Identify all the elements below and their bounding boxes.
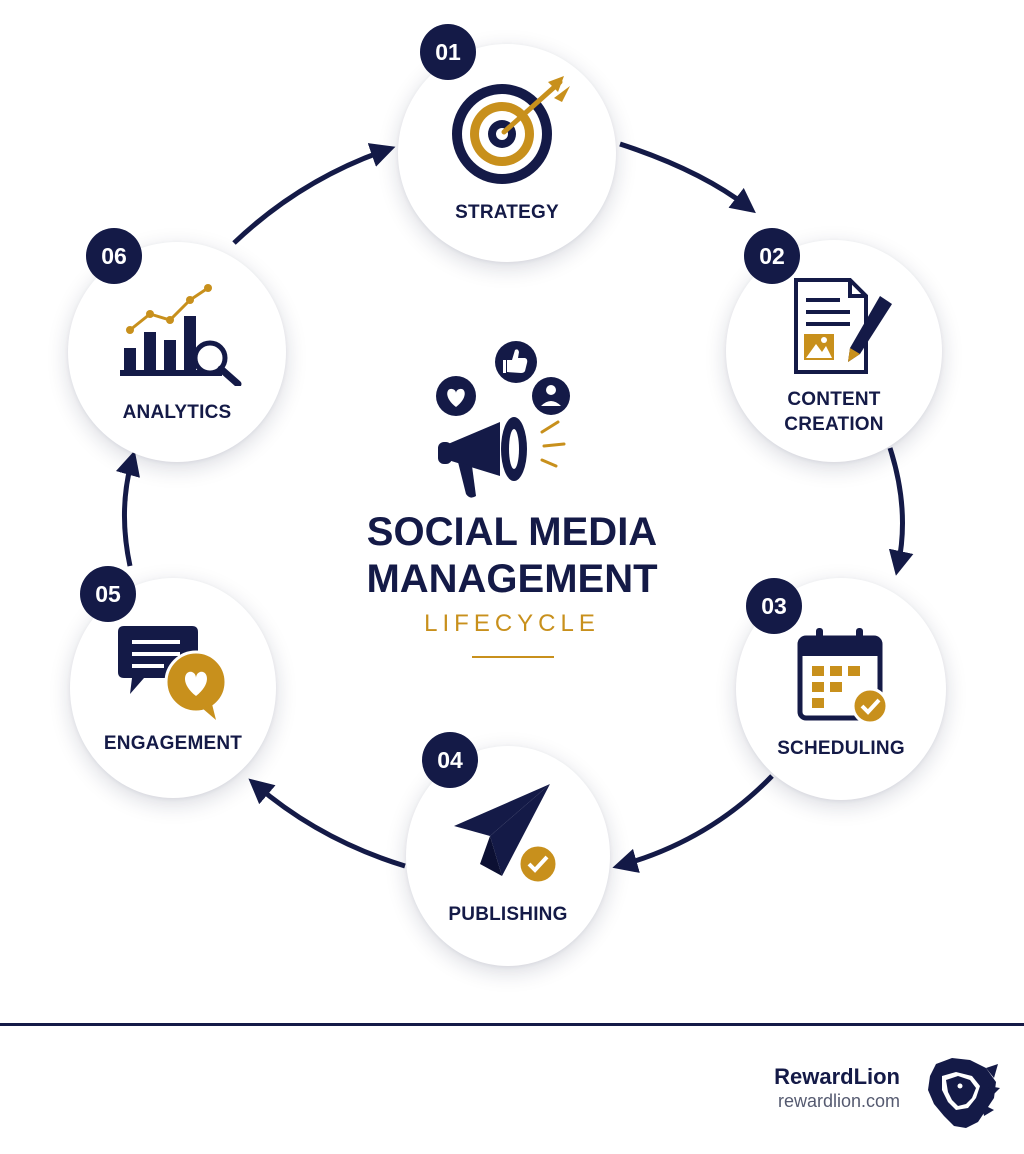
arrow-analytics-to-strategy <box>232 143 396 245</box>
document-pencil-icon <box>794 278 892 374</box>
arrow-publishing-to-engagement <box>248 778 406 869</box>
brand-url: rewardlion.com <box>777 1091 900 1111</box>
step-label-line2: CREATION <box>784 414 884 435</box>
step-label: ANALYTICS <box>122 402 232 423</box>
step-number-badge: 06 <box>86 228 142 284</box>
step-label: PUBLISHING <box>448 904 568 925</box>
step-content-creation-card: CONTENT CREATION <box>726 240 942 462</box>
arrow-content-to-scheduling <box>887 447 914 576</box>
step-number-badge: 01 <box>420 24 476 80</box>
arrow-engagement-to-analytics <box>115 450 140 567</box>
step-label-line1: CONTENT <box>787 389 881 410</box>
target-arrow-icon <box>452 76 570 184</box>
step-number-badge: 03 <box>746 578 802 634</box>
chart-magnifier-icon <box>120 284 242 386</box>
footer-divider <box>0 1023 1024 1026</box>
arrow-strategy-to-content <box>619 141 756 214</box>
brand-name: RewardLion <box>774 1064 900 1089</box>
arrow-scheduling-to-publishing <box>612 774 774 873</box>
center-subtitle: LIFECYCLE <box>424 610 600 637</box>
step-number-badge: 05 <box>80 566 136 622</box>
cycle-arrows <box>115 141 914 873</box>
step-label: ENGAGEMENT <box>103 733 243 754</box>
step-number-badge: 02 <box>744 228 800 284</box>
step-engagement-card: ENGAGEMENT <box>70 578 276 798</box>
step-label: SCHEDULING <box>777 738 905 759</box>
step-strategy-card: STRATEGY <box>398 44 616 262</box>
calendar-check-icon <box>797 628 889 725</box>
center-title-line1: SOCIAL MEDIA <box>366 510 658 554</box>
center-divider <box>472 656 554 658</box>
step-number-badge: 04 <box>422 732 478 788</box>
chat-heart-icon <box>118 626 228 720</box>
megaphone-social-icon <box>436 341 570 498</box>
center-title-line2: MANAGEMENT <box>366 557 658 601</box>
lion-head-logo <box>928 1058 1000 1128</box>
paper-plane-check-icon <box>454 784 559 885</box>
step-label: STRATEGY <box>455 202 559 223</box>
